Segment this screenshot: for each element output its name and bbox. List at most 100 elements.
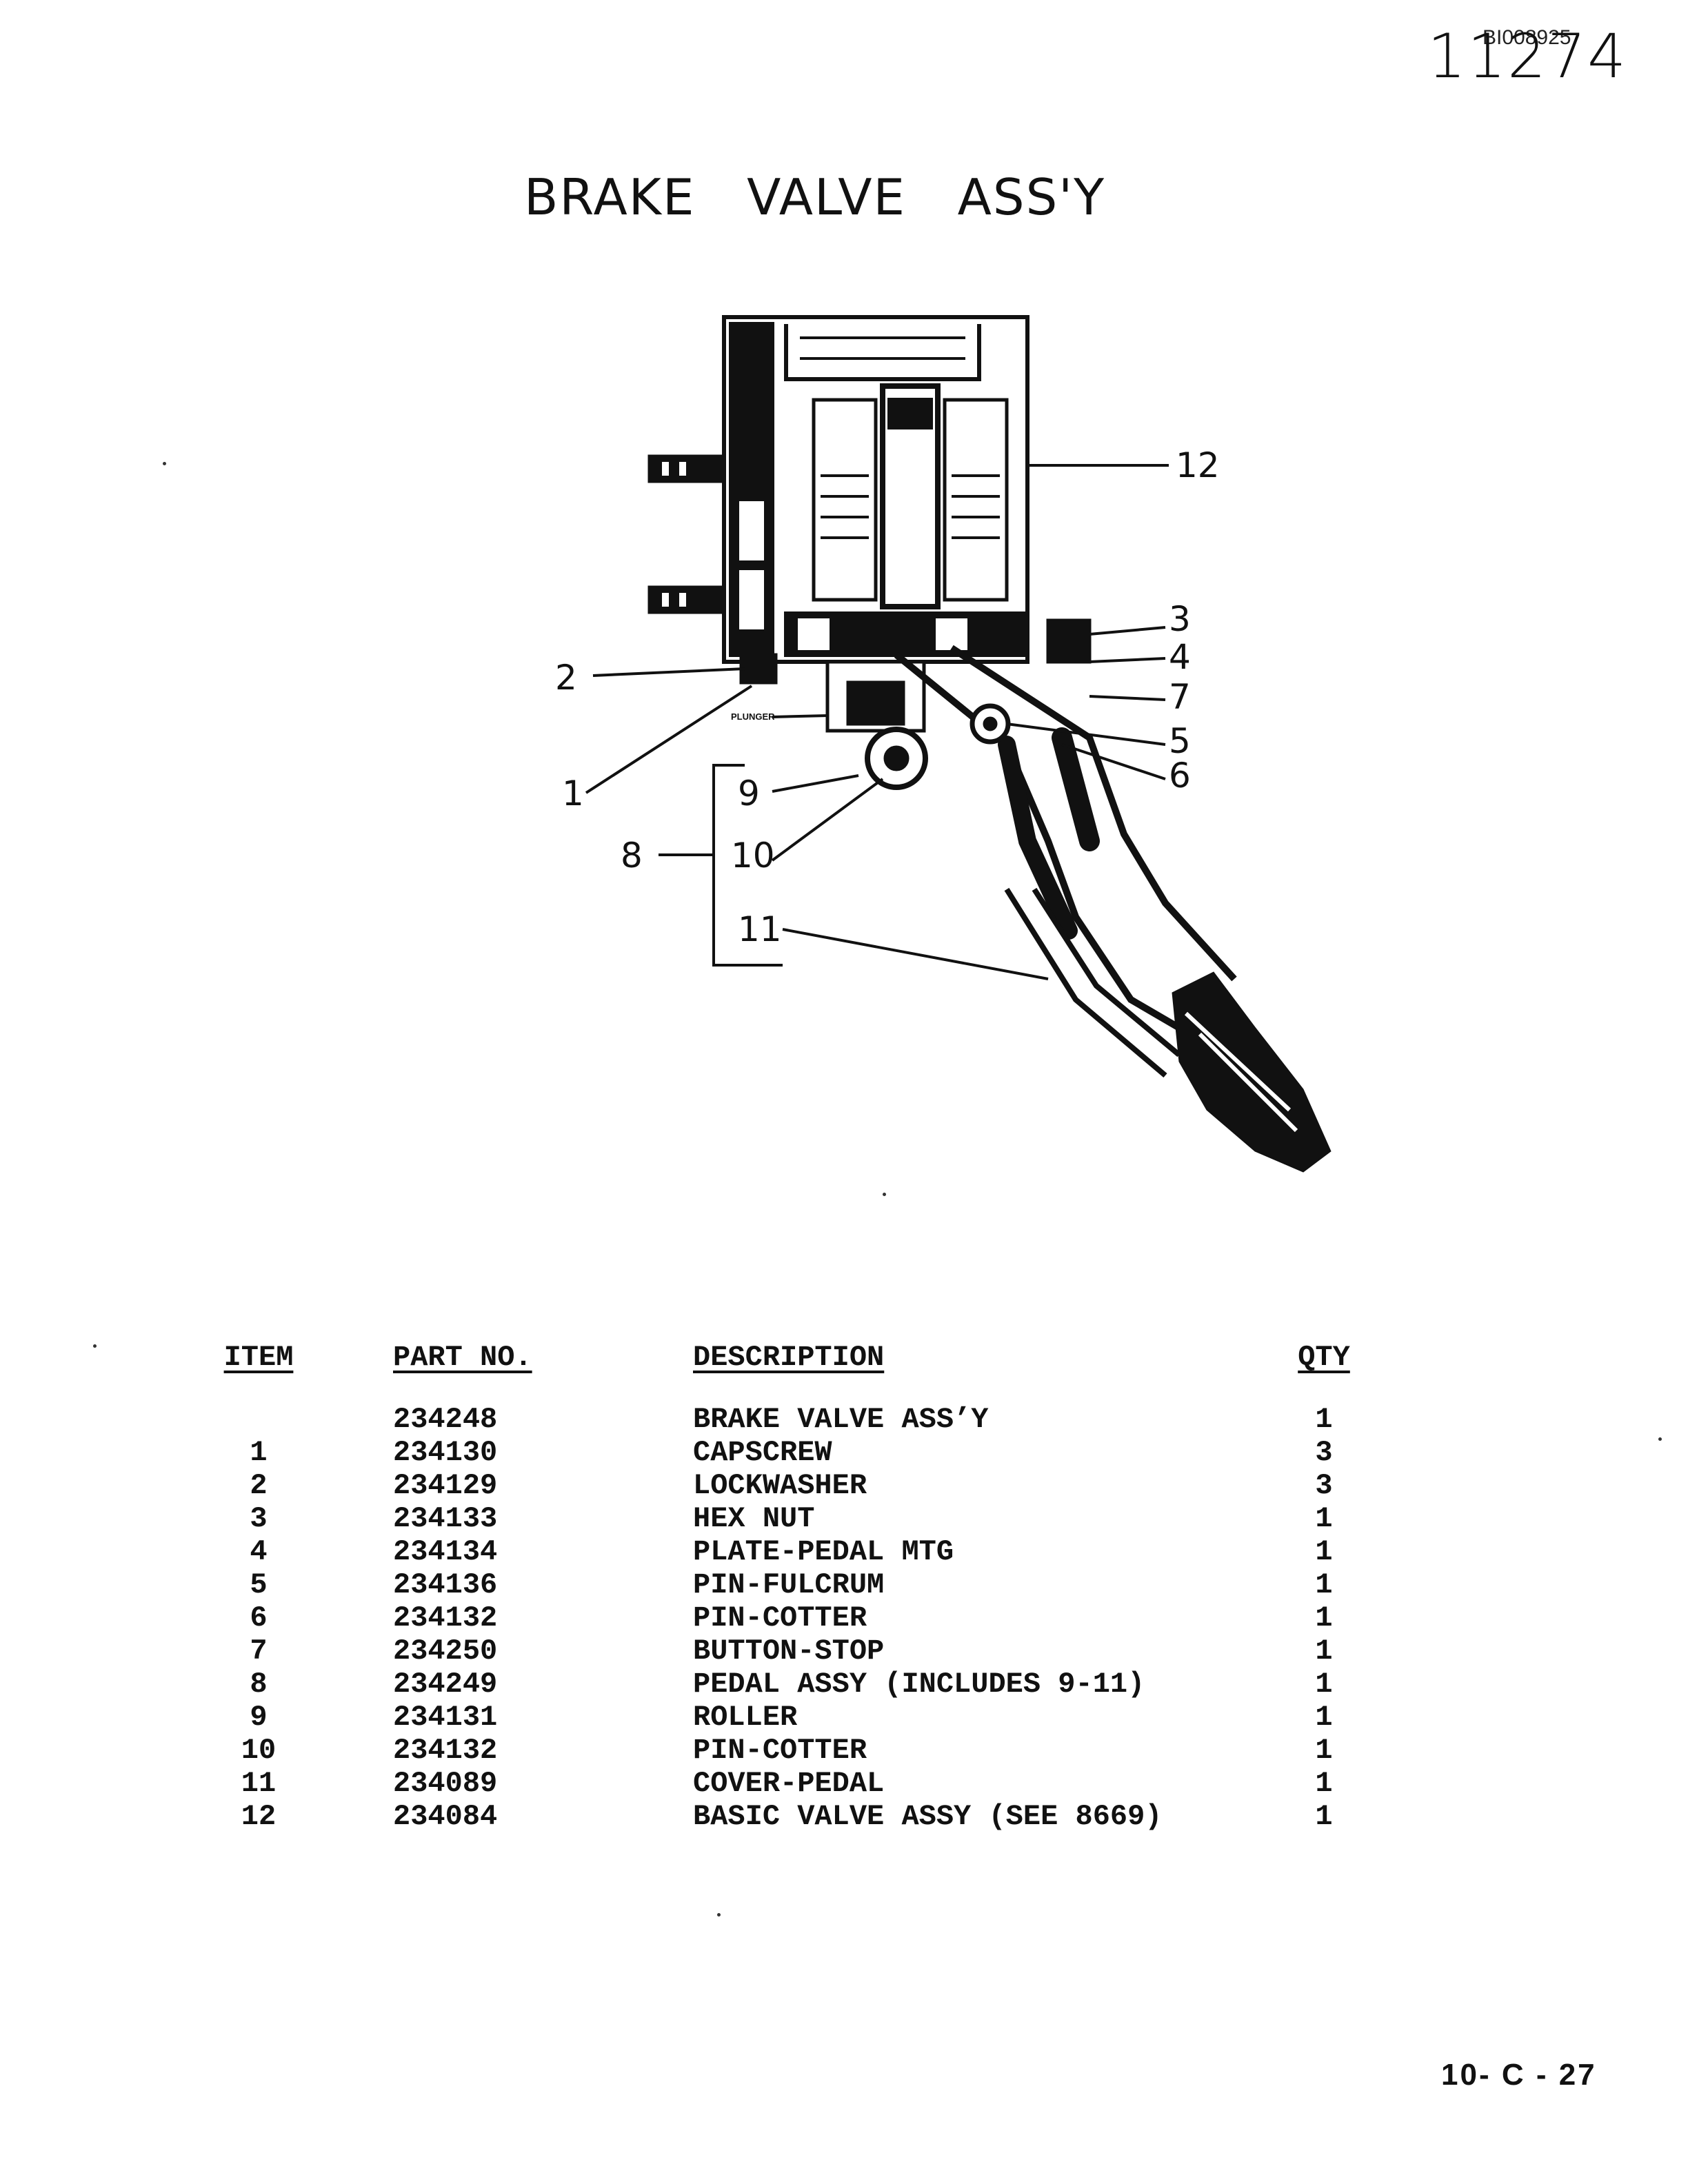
part-no-cell: 234132 — [393, 1601, 498, 1635]
callout-numbers: 12 3 4 2 7 5 6 1 9 8 10 11 — [555, 445, 1220, 949]
handwritten-number: 11274 — [1427, 21, 1627, 92]
item-cell: 8 — [250, 1668, 268, 1701]
callout-6: 6 — [1169, 756, 1191, 796]
description-cell: COVER-PEDAL — [693, 1767, 885, 1800]
qty-cell: 1 — [1315, 1502, 1333, 1535]
qty-cell: 1 — [1315, 1701, 1333, 1734]
item-cell: 5 — [250, 1568, 268, 1601]
pedal-cover — [1172, 971, 1332, 1173]
item-cell: 4 — [250, 1535, 268, 1568]
callout-3: 3 — [1169, 599, 1191, 639]
table-row: 8 234249 PEDAL ASSY (INCLUDES 9-11) 1 — [207, 1668, 1379, 1701]
description-cell: PLATE-PEDAL MTG — [693, 1535, 954, 1568]
part-no-cell: 234131 — [393, 1701, 498, 1734]
parts-table-body: 234248 BRAKE VALVE ASS’Y 1 1 234130 CAPS… — [207, 1403, 1379, 1833]
qty-cell: 1 — [1315, 1734, 1333, 1767]
part-no-cell: 234084 — [393, 1800, 498, 1833]
table-row: 4 234134 PLATE-PEDAL MTG 1 — [207, 1535, 1379, 1568]
item-cell: 12 — [241, 1800, 277, 1833]
description-cell: BRAKE VALVE ASS’Y — [693, 1403, 989, 1436]
qty-cell: 1 — [1315, 1767, 1333, 1800]
item-cell: 6 — [250, 1601, 268, 1635]
callout-4: 4 — [1169, 637, 1191, 677]
table-row: 5 234136 PIN-FULCRUM 1 — [207, 1568, 1379, 1601]
qty-cell: 1 — [1315, 1668, 1333, 1701]
table-row: 2 234129 LOCKWASHER 3 — [207, 1469, 1379, 1502]
description-cell: PEDAL ASSY (INCLUDES 9-11) — [693, 1668, 1145, 1701]
part-no-cell: 234133 — [393, 1502, 498, 1535]
part-no-cell: 234132 — [393, 1734, 498, 1767]
valve-body — [722, 315, 1029, 664]
table-row: 12 234084 BASIC VALVE ASSY (SEE 8669) 1 — [207, 1800, 1379, 1833]
description-cell: BUTTON-STOP — [693, 1635, 885, 1668]
part-no-cell: 234130 — [393, 1436, 498, 1469]
description-cell: BASIC VALVE ASSY (SEE 8669) — [693, 1800, 1163, 1833]
qty-cell: 1 — [1315, 1601, 1333, 1635]
table-row: 1 234130 CAPSCREW 3 — [207, 1436, 1379, 1469]
callout-7: 7 — [1169, 677, 1191, 717]
qty-cell: 1 — [1315, 1800, 1333, 1833]
plunger-label: PLUNGER — [731, 711, 775, 722]
table-row: 10 234132 PIN-COTTER 1 — [207, 1734, 1379, 1767]
part-no-cell: 234250 — [393, 1635, 498, 1668]
item-cell: 9 — [250, 1701, 268, 1734]
header-part-no: PART NO. — [393, 1341, 532, 1374]
callout-12: 12 — [1176, 445, 1220, 485]
description-cell: CAPSCREW — [693, 1436, 832, 1469]
table-row: 11 234089 COVER-PEDAL 1 — [207, 1767, 1379, 1800]
roller-and-pins — [865, 703, 1011, 790]
description-cell: PIN-FULCRUM — [693, 1568, 885, 1601]
item-cell: 3 — [250, 1502, 268, 1535]
exploded-view-drawing: PLUNGER 12 3 4 2 7 5 6 1 9 8 10 11 — [555, 315, 1332, 1173]
leader-lines — [585, 464, 1169, 980]
description-cell: LOCKWASHER — [693, 1469, 867, 1502]
table-row: 234248 BRAKE VALVE ASS’Y 1 — [207, 1403, 1379, 1436]
description-cell: HEX NUT — [693, 1502, 815, 1535]
header-description: DESCRIPTION — [693, 1341, 885, 1374]
scan-speck — [717, 1913, 721, 1917]
callout-8: 8 — [621, 836, 643, 876]
callout-11: 11 — [738, 909, 782, 949]
scan-speck — [883, 1193, 886, 1196]
callout-5: 5 — [1169, 721, 1191, 761]
table-row: 6 234132 PIN-COTTER 1 — [207, 1601, 1379, 1635]
brake-valve-diagram: PLUNGER 12 3 4 2 7 5 6 1 9 8 10 11 — [524, 296, 1379, 1193]
callout-2: 2 — [555, 658, 577, 698]
header-item: ITEM — [223, 1341, 294, 1374]
header-qty: QTY — [1298, 1341, 1350, 1374]
scan-speck — [1658, 1437, 1662, 1441]
description-cell: ROLLER — [693, 1701, 798, 1734]
item-cell: 11 — [241, 1767, 277, 1800]
part-no-cell: 234134 — [393, 1535, 498, 1568]
callout-9: 9 — [738, 774, 760, 813]
part-no-cell: 234136 — [393, 1568, 498, 1601]
table-row: 9 234131 ROLLER 1 — [207, 1701, 1379, 1734]
page-title: BRAKE VALVE ASS'Y — [524, 168, 1106, 226]
description-cell: PIN-COTTER — [693, 1734, 867, 1767]
item-cell: 7 — [250, 1635, 268, 1668]
qty-cell: 3 — [1315, 1469, 1333, 1502]
qty-cell: 1 — [1315, 1403, 1333, 1436]
mounting-studs — [647, 454, 725, 614]
scan-speck — [163, 462, 166, 465]
qty-cell: 1 — [1315, 1535, 1333, 1568]
qty-cell: 3 — [1315, 1436, 1333, 1469]
parts-table: ITEM PART NO. DESCRIPTION QTY 234248 BRA… — [207, 1341, 1379, 1833]
table-row: 7 234250 BUTTON-STOP 1 — [207, 1635, 1379, 1668]
part-no-cell: 234248 — [393, 1403, 498, 1436]
item-cell: 10 — [241, 1734, 277, 1767]
part-no-cell: 234089 — [393, 1767, 498, 1800]
qty-cell: 1 — [1315, 1635, 1333, 1668]
description-cell: PIN-COTTER — [693, 1601, 867, 1635]
qty-cell: 1 — [1315, 1568, 1333, 1601]
item-cell: 2 — [250, 1469, 268, 1502]
page-reference: 10- C - 27 — [1441, 2058, 1597, 2092]
callout-10: 10 — [731, 836, 775, 876]
scan-speck — [93, 1344, 97, 1348]
callout-1: 1 — [562, 774, 584, 813]
item-cell: 1 — [250, 1436, 268, 1469]
document-id: BI008925 — [1483, 26, 1571, 49]
table-row: 3 234133 HEX NUT 1 — [207, 1502, 1379, 1535]
bottom-hardware — [739, 618, 1092, 733]
part-no-cell: 234129 — [393, 1469, 498, 1502]
